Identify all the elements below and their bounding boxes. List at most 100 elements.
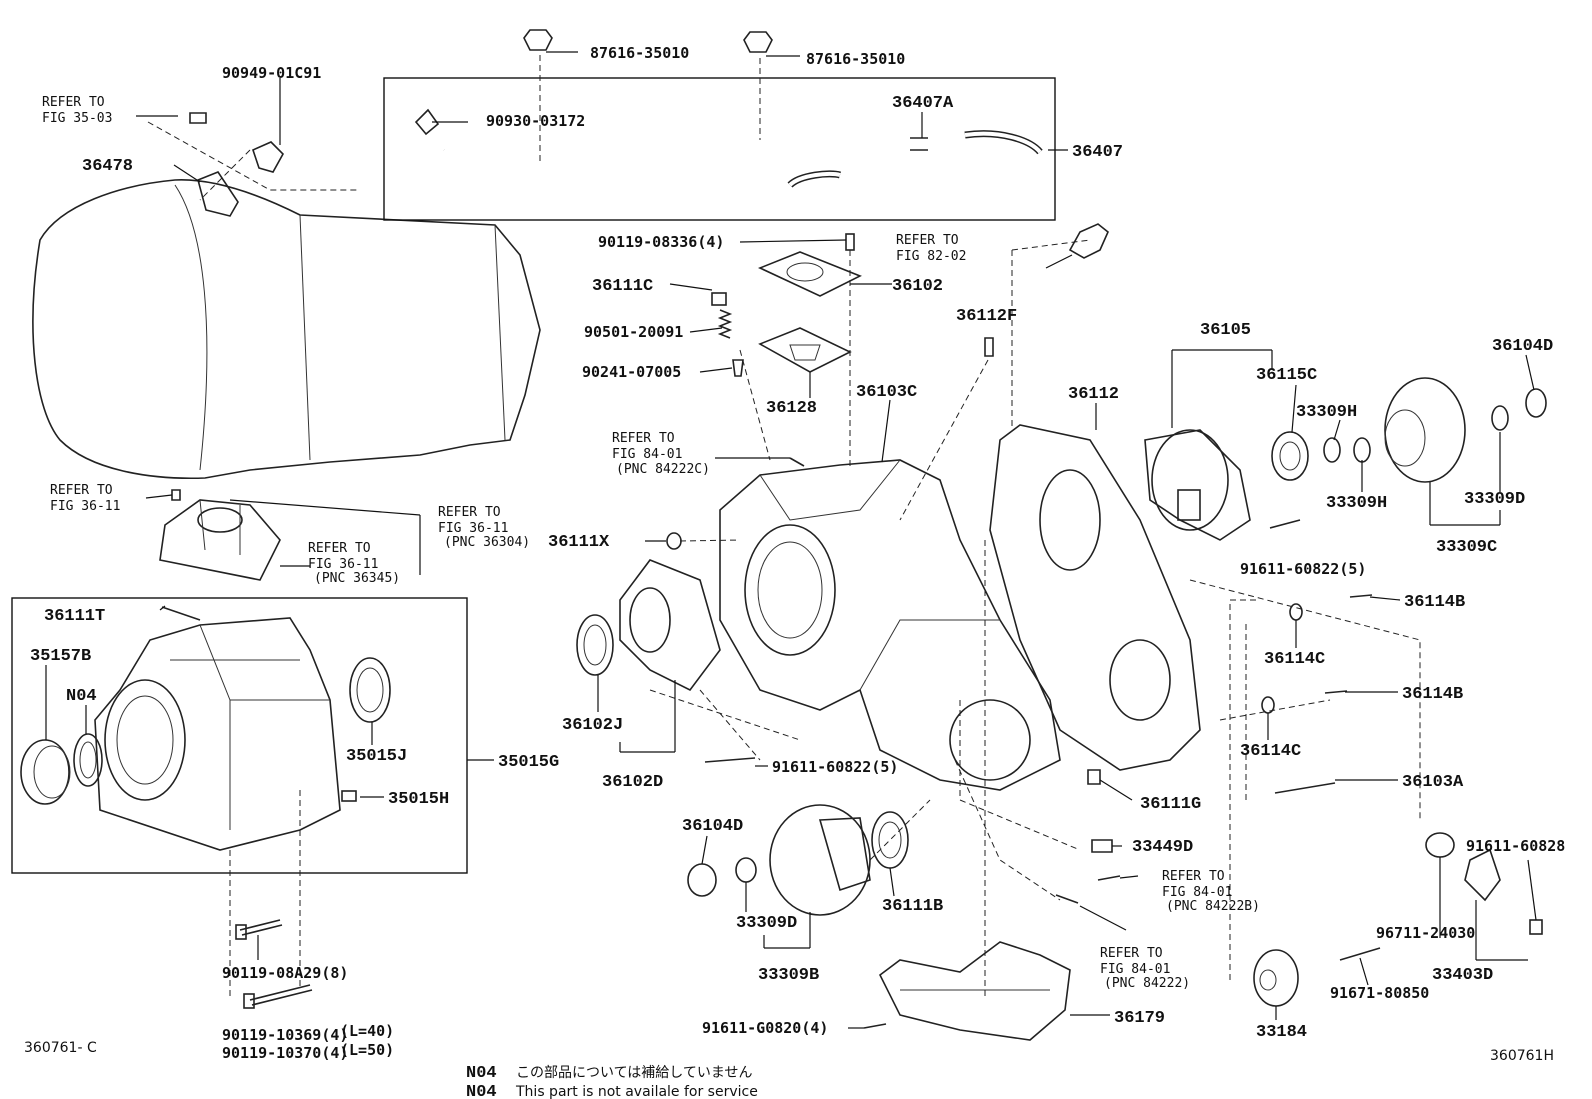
bolt-91611-G0820 bbox=[863, 1023, 887, 1029]
flange-33309B bbox=[769, 804, 871, 916]
label-87616-a: 87616-35010 bbox=[590, 44, 689, 62]
label-90949: 90949-01C91 bbox=[222, 64, 321, 82]
bolt-90119-10369 bbox=[243, 984, 313, 1009]
plug-36111G bbox=[1087, 769, 1101, 785]
bracket-36179 bbox=[878, 941, 1071, 1041]
breather-hose-group-box bbox=[383, 77, 1056, 221]
gear-33184 bbox=[1253, 949, 1299, 1007]
ref-36-11-r2-line3: (PNC 36345) bbox=[314, 571, 400, 586]
label-36478: 36478 bbox=[82, 157, 133, 176]
label-90119-10370: 90119-10370(4) bbox=[222, 1044, 348, 1062]
bracket-36478 bbox=[189, 112, 284, 217]
label-33309C: 33309C bbox=[1436, 538, 1497, 557]
bolt-91611-60822-b bbox=[704, 757, 756, 763]
label-36105: 36105 bbox=[1200, 321, 1251, 340]
ref-36-11-left-line1: REFER TO bbox=[50, 483, 113, 498]
label-36103A: 36103A bbox=[1402, 773, 1464, 792]
seal-35015J bbox=[349, 657, 391, 723]
pin-36112F bbox=[984, 337, 994, 357]
note-2-text: This part is not availale for service bbox=[515, 1084, 758, 1099]
o-ring-96711 bbox=[1425, 832, 1455, 858]
label-33309D-left: 33309D bbox=[736, 914, 797, 933]
label-36114B-b: 36114B bbox=[1402, 685, 1463, 704]
flange-33309C bbox=[1384, 377, 1466, 483]
figure-id-left: 360761- C bbox=[24, 1040, 97, 1056]
label-33309D-right: 33309D bbox=[1464, 490, 1525, 509]
ref-84-01-top-line3: (PNC 84222C) bbox=[616, 462, 710, 477]
label-len50: (L=50) bbox=[340, 1041, 394, 1059]
label-36104D-right: 36104D bbox=[1492, 337, 1553, 356]
ref-84-01-b-line1: REFER TO bbox=[1162, 869, 1225, 884]
label-35015H: 35015H bbox=[388, 790, 449, 809]
bearing-36115C bbox=[1271, 431, 1309, 481]
note-1-code: N04 bbox=[466, 1064, 497, 1083]
spring-90501 bbox=[717, 309, 733, 339]
label-96711: 96711-24030 bbox=[1376, 924, 1475, 942]
label-36112F: 36112F bbox=[956, 307, 1017, 326]
bracket-fig-82-02 bbox=[1068, 223, 1109, 259]
sensor-fig-84-01-b bbox=[1097, 875, 1121, 881]
gasket-36128 bbox=[758, 327, 852, 373]
label-36114C-b: 36114C bbox=[1240, 742, 1301, 761]
case-36112 bbox=[989, 424, 1201, 771]
ref-36-11-r2-line1: REFER TO bbox=[308, 541, 371, 556]
hose-clamp-1 bbox=[523, 29, 553, 51]
oil-seal-35157B bbox=[20, 739, 71, 805]
label-33309H-a: 33309H bbox=[1296, 403, 1357, 422]
nut-36104D-r bbox=[1525, 388, 1547, 418]
notes: N04 この部品については補給していません N04 This part is n… bbox=[466, 1064, 758, 1099]
label-90119-08336: 90119-08336(4) bbox=[598, 233, 724, 251]
label-36111X: 36111X bbox=[548, 533, 610, 552]
label-N04: N04 bbox=[66, 687, 97, 706]
ref-36-11-r1-line1: REFER TO bbox=[438, 505, 501, 520]
bolt-91671 bbox=[1339, 947, 1381, 961]
label-90501: 90501-20091 bbox=[584, 323, 683, 341]
ref-82-02-line2: FIG 82-02 bbox=[896, 249, 966, 264]
label-90119-08A29: 90119-08A29(8) bbox=[222, 964, 348, 982]
label-36128: 36128 bbox=[766, 399, 817, 418]
label-36179: 36179 bbox=[1114, 1009, 1165, 1028]
plug-33449D bbox=[1091, 839, 1113, 853]
label-35015J: 35015J bbox=[346, 747, 407, 766]
transfer-case-front bbox=[719, 459, 1061, 791]
bolt-90119-08A29 bbox=[235, 919, 283, 940]
label-36104D-left: 36104D bbox=[682, 817, 743, 836]
label-35157B: 35157B bbox=[30, 647, 91, 666]
note-2-code: N04 bbox=[466, 1083, 497, 1099]
bolt-90119-08336 bbox=[845, 233, 855, 251]
label-36111B: 36111B bbox=[882, 897, 943, 916]
label-33184: 33184 bbox=[1256, 1023, 1307, 1042]
plug-36114B-b bbox=[1324, 690, 1348, 694]
label-36115C: 36115C bbox=[1256, 366, 1317, 385]
ref-84-01-c-line2: FIG 84-01 bbox=[1100, 962, 1170, 977]
washer-33309D-r bbox=[1491, 405, 1509, 431]
ref-84-01-top-line1: REFER TO bbox=[612, 431, 675, 446]
sensor-fig-84-01-top bbox=[789, 457, 805, 467]
label-87616-b: 87616-35010 bbox=[806, 50, 905, 68]
label-36111G: 36111G bbox=[1140, 795, 1201, 814]
label-91611-60822-b: 91611-60822(5) bbox=[772, 758, 898, 776]
adapter-plate bbox=[159, 499, 281, 581]
ref-35-03-line2: FIG 35-03 bbox=[42, 111, 112, 126]
label-36103C: 36103C bbox=[856, 383, 917, 402]
plug-36111X bbox=[666, 532, 682, 550]
ref-84-01-b-line3: (PNC 84222B) bbox=[1166, 899, 1260, 914]
label-91671: 91671-80850 bbox=[1330, 984, 1429, 1002]
ref-84-01-b-line2: FIG 84-01 bbox=[1162, 885, 1232, 900]
washer-33309H-b bbox=[1353, 437, 1371, 463]
label-90930: 90930-03172 bbox=[486, 112, 585, 130]
label-90119-10369: 90119-10369(4) bbox=[222, 1026, 348, 1044]
label-len40: (L=40) bbox=[340, 1022, 394, 1040]
washer-33309D-l bbox=[735, 857, 757, 883]
label-36102D: 36102D bbox=[602, 773, 663, 792]
label-36102: 36102 bbox=[892, 277, 943, 296]
note-1-text: この部品については補給していません bbox=[516, 1065, 752, 1081]
label-91611-G0820: 91611-G0820(4) bbox=[702, 1019, 828, 1037]
label-36102J: 36102J bbox=[562, 716, 623, 735]
plug-36111C bbox=[711, 292, 727, 306]
ball-90241 bbox=[732, 359, 744, 377]
bolt-91611-60822-a bbox=[1269, 519, 1301, 529]
ref-36-11-r1-line2: FIG 36-11 bbox=[438, 521, 508, 536]
sleeve-33403D bbox=[1464, 848, 1501, 902]
